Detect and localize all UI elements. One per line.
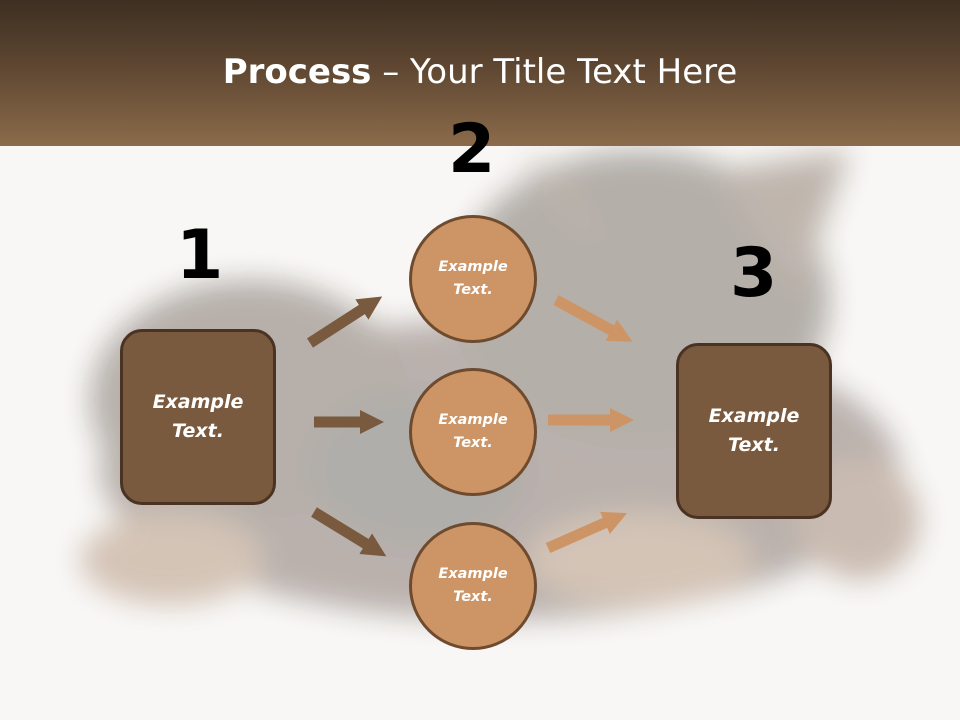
arrow-left-to-top — [307, 296, 383, 348]
title-bold: Process — [222, 52, 372, 92]
right-box-line2: Text. — [728, 434, 780, 456]
arrow-top-to-right — [553, 295, 633, 342]
circle-middle-line1: Example — [438, 412, 508, 428]
circle-middle-line2: Text. — [453, 435, 493, 451]
circle-top-line1: Example — [438, 259, 508, 275]
circle-top-line2: Text. — [453, 282, 493, 298]
circle-bottom-line1: Example — [438, 566, 508, 582]
step-number-2: 2 — [448, 110, 496, 189]
left-box-line2: Text. — [172, 420, 224, 442]
arrow-bottom-to-right — [545, 511, 628, 554]
arrow-left-to-bottom — [311, 507, 387, 557]
step-number-1: 1 — [176, 216, 224, 295]
right-box-line1: Example — [708, 405, 800, 427]
slide-title: Process – Your Title Text Here — [0, 52, 960, 92]
title-bar — [0, 0, 960, 146]
circle-bottom-line2: Text. — [453, 589, 493, 605]
title-rest: – Your Title Text Here — [371, 52, 738, 92]
step-number-3: 3 — [730, 234, 778, 313]
left-box-line1: Example — [152, 391, 244, 413]
